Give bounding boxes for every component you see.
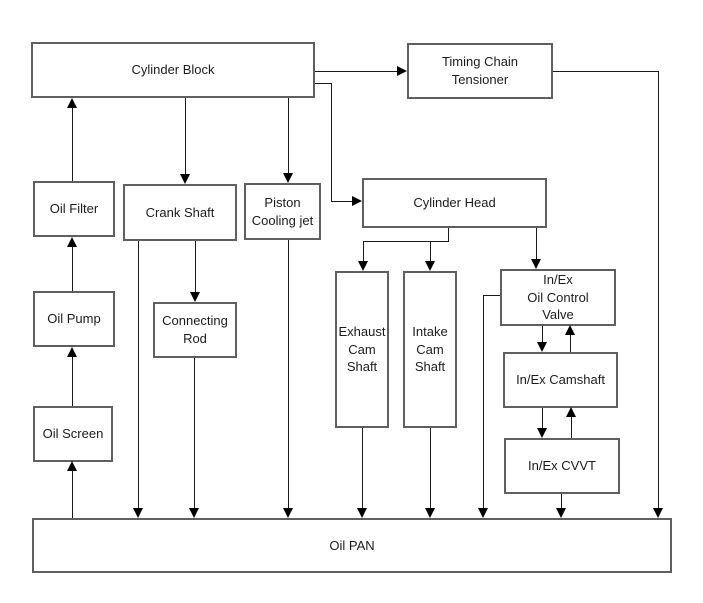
connector-camshaft-to-valve-up	[570, 335, 571, 352]
node-in-ex-cvvt: In/Ex CVVT	[504, 438, 620, 494]
arrowhead-into-oil-filter	[67, 237, 77, 247]
connector-tensioner-loop-top	[552, 71, 659, 72]
arrowhead-rod-to-pan	[189, 508, 199, 518]
arrowhead-cvvt-to-pan	[556, 508, 566, 518]
connector-block-to-head-entry	[331, 201, 353, 202]
node-intake-cam-shaft: Intake Cam Shaft	[403, 271, 457, 428]
connector-valve-to-camshaft-down	[542, 326, 543, 342]
connector-oil-screen-to-oil-pump	[72, 357, 73, 406]
connector-cylinder-block-to-piston-cooling-jet	[288, 98, 289, 173]
connector-valve-to-pan-stub	[483, 295, 500, 296]
connector-block-to-head-drop	[331, 83, 332, 201]
arrowhead-into-cylinder-head	[352, 196, 362, 206]
connector-cylinder-block-to-crank-shaft	[185, 98, 186, 174]
connector-crank-shaft-to-oil-pan	[138, 241, 139, 508]
node-piston-cooling-jet: Piston Cooling jet	[244, 183, 321, 240]
node-cylinder-block: Cylinder Block	[31, 42, 315, 98]
arrowhead-camshaft-to-valve	[565, 325, 575, 335]
arrowhead-into-oil-control-valve	[531, 259, 541, 269]
connector-camshaft-to-cvvt-down	[542, 407, 543, 428]
arrowhead-into-intake-cam-shaft	[425, 261, 435, 271]
node-oil-pan: Oil PAN	[32, 518, 672, 573]
arrowhead-exhaust-to-pan	[357, 508, 367, 518]
arrowhead-tensioner-to-pan	[653, 508, 663, 518]
connector-exhaust-cam-to-oil-pan	[362, 427, 363, 508]
connector-oil-pan-to-oil-screen	[72, 471, 73, 518]
node-oil-pump: Oil Pump	[33, 291, 115, 347]
arrowhead-into-oil-screen	[67, 461, 77, 471]
arrowhead-into-crank-shaft	[180, 174, 190, 184]
arrowhead-into-piston-cooling-jet	[283, 173, 293, 183]
arrowhead-jet-to-pan	[283, 508, 293, 518]
node-crank-shaft: Crank Shaft	[123, 184, 237, 241]
node-oil-screen: Oil Screen	[33, 406, 113, 462]
node-in-ex-camshaft: In/Ex Camshaft	[503, 352, 618, 408]
arrowhead-valve-to-pan	[478, 508, 488, 518]
connector-oil-pump-to-oil-filter	[72, 247, 73, 291]
node-connecting-rod: Connecting Rod	[153, 302, 237, 358]
arrowhead-intake-to-pan	[425, 508, 435, 518]
arrowhead-into-tensioner	[397, 66, 407, 76]
connector-valve-to-pan-drop	[483, 295, 484, 508]
node-cylinder-head: Cylinder Head	[362, 178, 547, 228]
connector-cvvt-to-oil-pan	[561, 493, 562, 508]
connector-head-to-oil-control-valve	[536, 227, 537, 259]
node-in-ex-oil-control-valve: In/Ex Oil Control Valve	[500, 269, 616, 326]
arrowhead-cvvt-to-camshaft	[566, 407, 576, 417]
connector-intake-cam-to-oil-pan	[430, 427, 431, 508]
arrowhead-into-cylinder-block	[67, 98, 77, 108]
connector-piston-cooling-jet-to-oil-pan	[288, 239, 289, 508]
node-oil-filter: Oil Filter	[33, 181, 115, 237]
connector-cylinder-block-to-tensioner	[314, 71, 398, 72]
connector-crank-shaft-to-connecting-rod	[195, 241, 196, 292]
connector-cvvt-to-camshaft-up	[571, 417, 572, 438]
connector-head-distribution-drop	[448, 227, 449, 241]
arrowhead-crank-to-pan	[133, 508, 143, 518]
connector-tensioner-loop-down	[658, 71, 659, 508]
connector-connecting-rod-to-oil-pan	[194, 357, 195, 508]
node-timing-chain-tensioner: Timing Chain Tensioner	[407, 43, 553, 99]
arrowhead-into-exhaust-cam-shaft	[358, 261, 368, 271]
connector-block-to-head-stub	[314, 83, 332, 84]
connector-head-to-intake-cam	[430, 241, 431, 261]
arrowhead-into-connecting-rod	[190, 292, 200, 302]
arrowhead-into-oil-pump	[67, 347, 77, 357]
connector-head-distribution-bar	[363, 241, 449, 242]
connector-oil-filter-to-cylinder-block	[72, 108, 73, 181]
arrowhead-valve-to-camshaft	[537, 342, 547, 352]
node-exhaust-cam-shaft: Exhaust Cam Shaft	[335, 271, 389, 428]
connector-head-to-exhaust-cam	[363, 241, 364, 261]
arrowhead-camshaft-to-cvvt	[537, 428, 547, 438]
